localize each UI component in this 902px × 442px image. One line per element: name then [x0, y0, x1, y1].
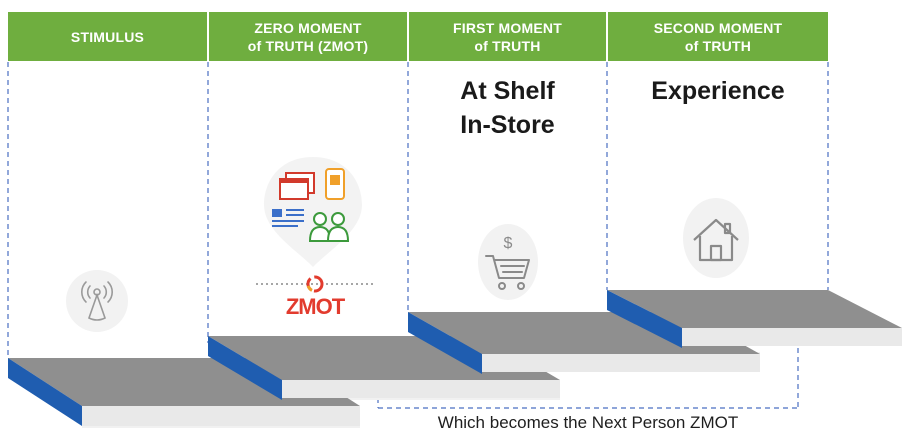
header-zmot: ZERO MOMENT of TRUTH (ZMOT) — [209, 12, 407, 61]
media-devices-icon — [258, 155, 368, 280]
shopping-cart-icon: $ — [468, 222, 548, 307]
svg-text:$: $ — [504, 235, 513, 252]
header-second-moment: SECOND MOMENT of TRUTH — [608, 12, 828, 61]
zmot-logo — [254, 270, 376, 331]
house-icon — [676, 196, 756, 285]
zmot-logo-text: ZMOT — [285, 294, 345, 319]
header-first-moment-label: FIRST MOMENT of TRUTH — [453, 19, 562, 54]
header-second-moment-label: SECOND MOMENT of TRUTH — [653, 19, 783, 54]
header-zmot-label: ZERO MOMENT of TRUTH (ZMOT) — [247, 19, 369, 54]
caption: Which becomes the Next Person ZMOT — [437, 413, 739, 432]
header-first-moment: FIRST MOMENT of TRUTH — [409, 12, 606, 61]
antenna-icon — [64, 268, 130, 339]
header-stimulus: STIMULUS — [8, 12, 207, 61]
first-moment-title: At Shelf In-Store — [460, 77, 555, 139]
second-moment-title: Experience — [651, 77, 785, 105]
header-stimulus-label: STIMULUS — [70, 28, 145, 45]
step-4 — [607, 290, 902, 348]
